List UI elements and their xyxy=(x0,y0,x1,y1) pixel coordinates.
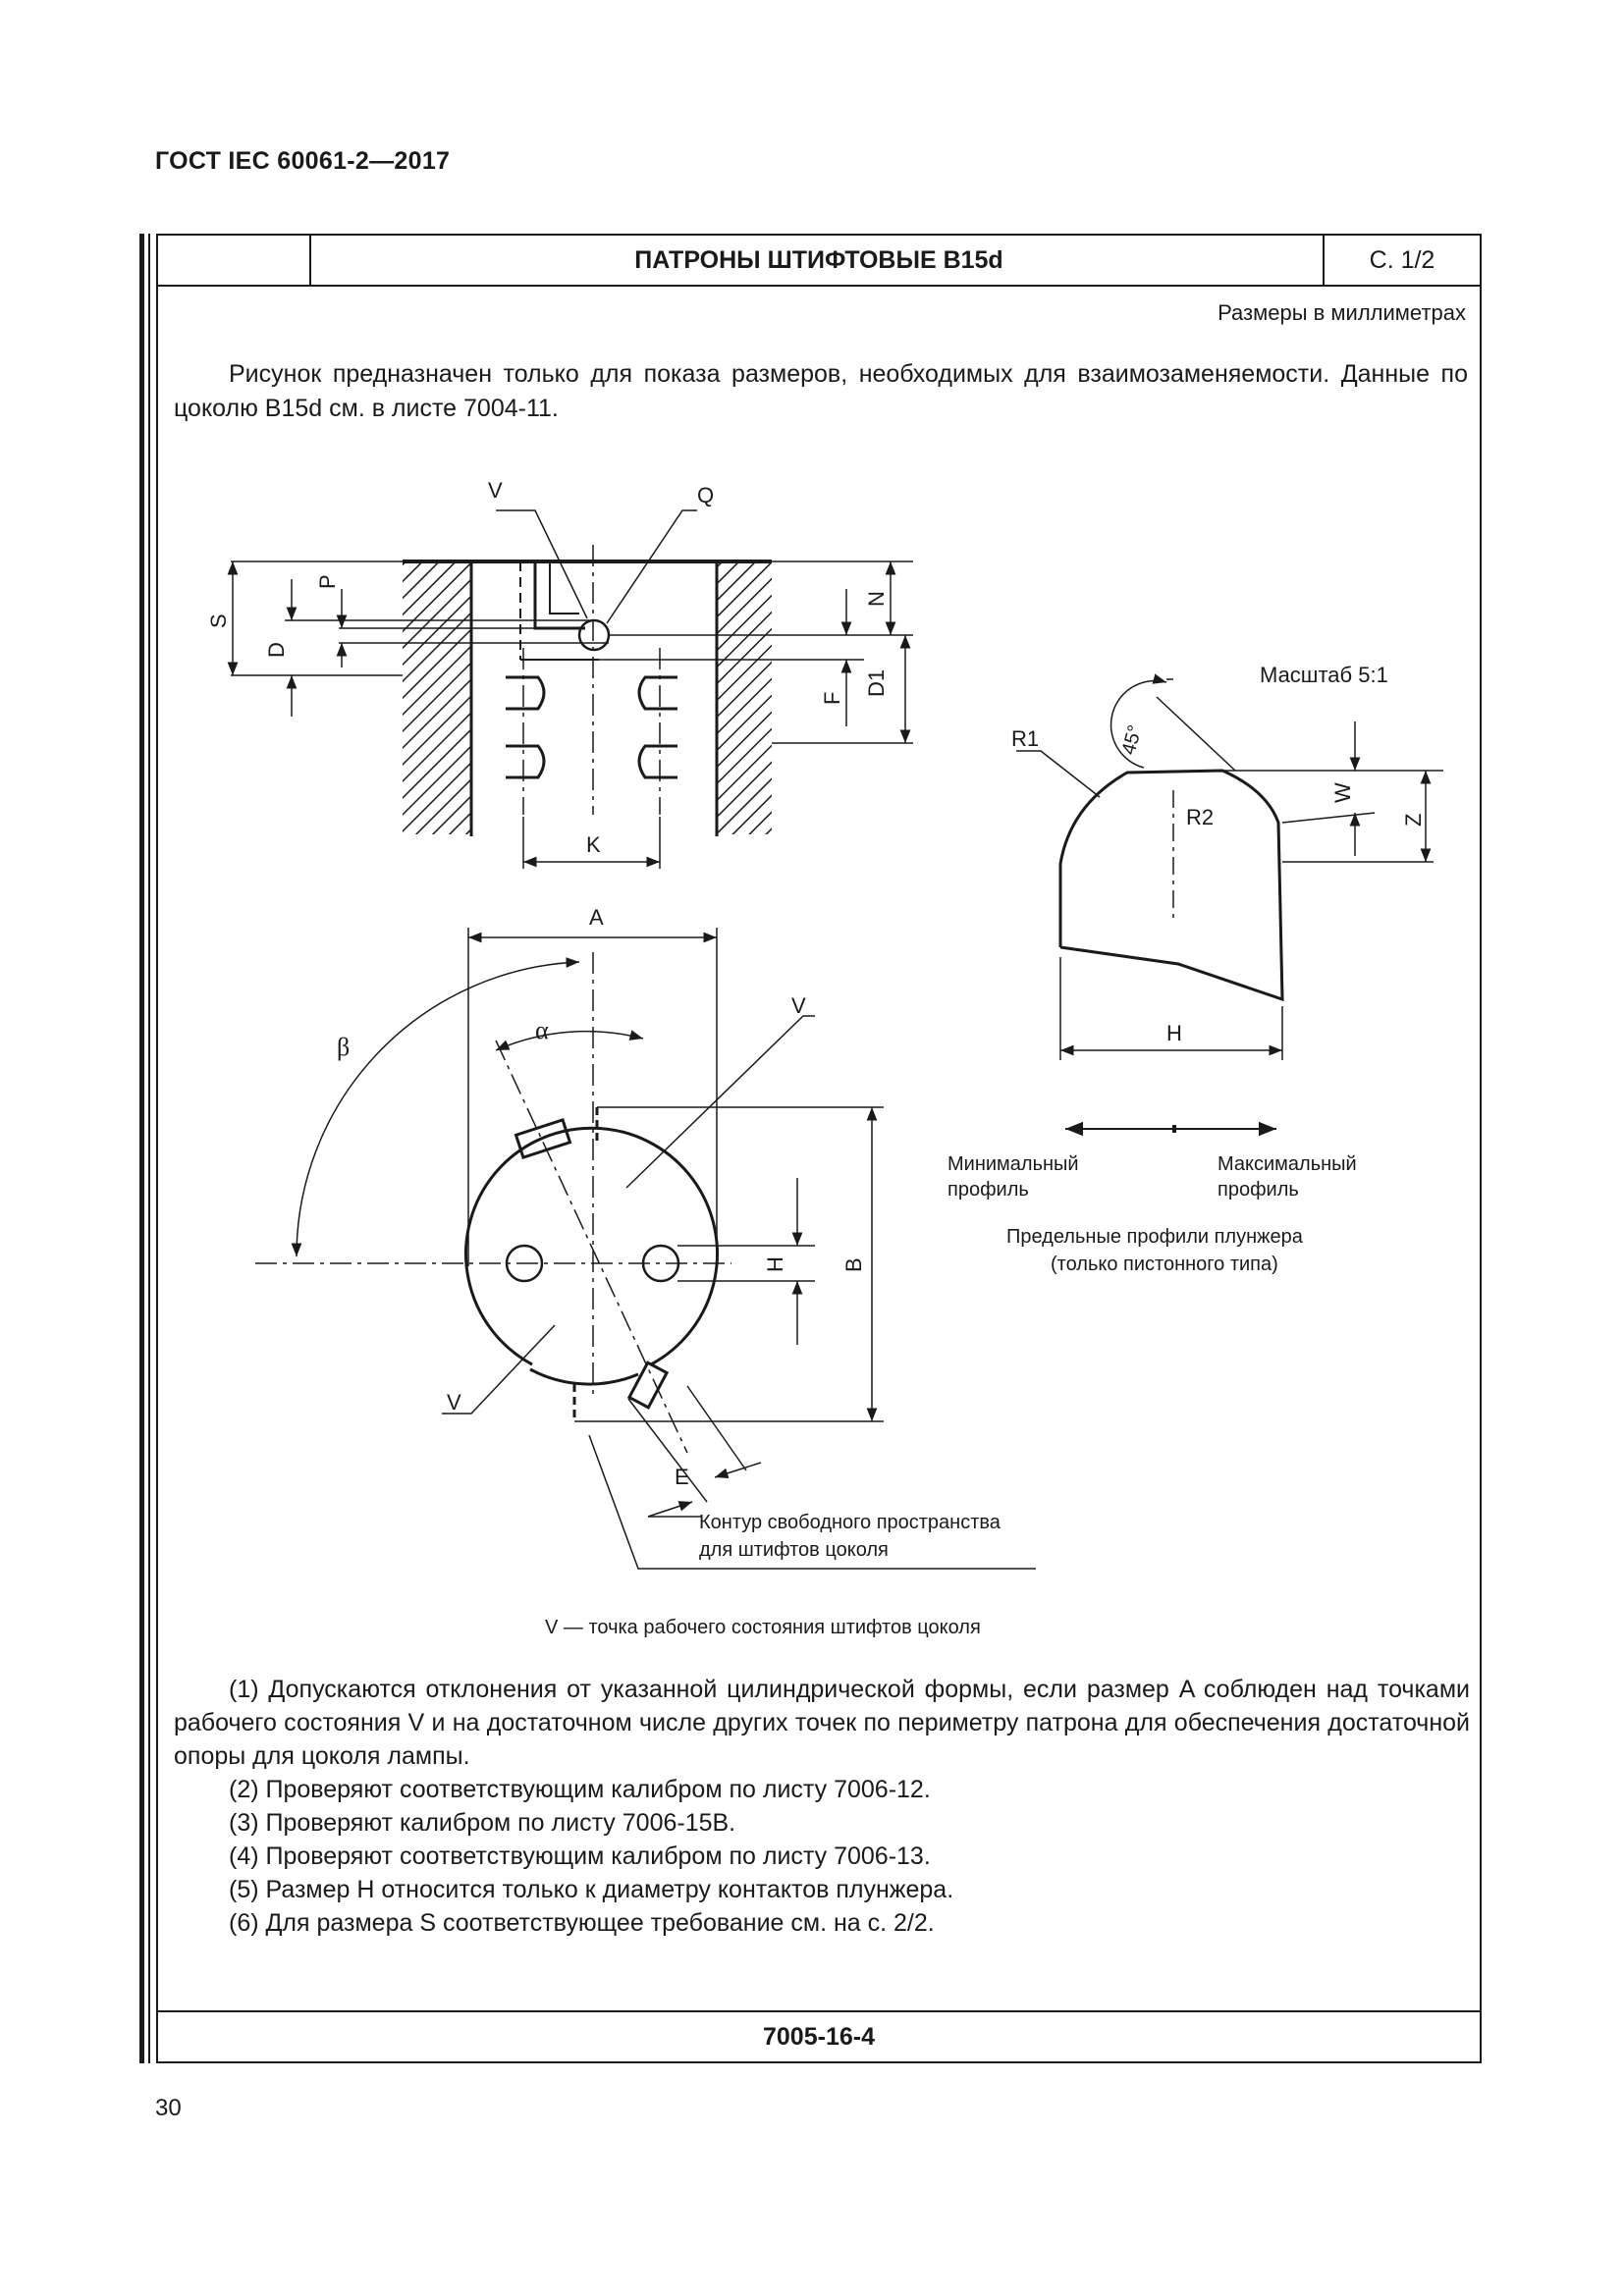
sheet-header-row: ПАТРОНЫ ШТИФТОВЫЕ B15d С. 1/2 xyxy=(158,236,1480,287)
free-space-caption-line2: для штифтов цоколя xyxy=(699,1539,889,1561)
sheet-page: С. 1/2 xyxy=(1323,236,1480,285)
label-beta: β xyxy=(337,1033,350,1061)
label-k: K xyxy=(586,832,601,857)
label-z: Z xyxy=(1401,814,1426,827)
page-number: 30 xyxy=(155,2095,182,2121)
holder-circle xyxy=(464,1126,719,1366)
label-s: S xyxy=(206,614,231,628)
sheet-footer-code: 7005-16-4 xyxy=(158,2010,1480,2061)
frame-left-bar xyxy=(139,234,144,2063)
label-alpha: α xyxy=(535,1016,549,1044)
plunger-labels: Масштаб 5:1 R1 R2 45° W Z H Минимальный … xyxy=(947,663,1426,1275)
sheet-frame: ПАТРОНЫ ШТИФТОВЫЕ B15d С. 1/2 Размеры в … xyxy=(156,234,1482,2063)
units-note: Размеры в миллиметрах xyxy=(1218,300,1466,325)
plan-labels: A α β V V H B E Контур свободного простр… xyxy=(337,905,1001,1638)
min-profile-line2: профиль xyxy=(947,1179,1029,1201)
label-p: P xyxy=(315,574,340,589)
plunger-outline xyxy=(1058,769,1284,1002)
section-view xyxy=(227,509,913,869)
v-caption: V — точка рабочего состояния штифтов цок… xyxy=(545,1617,981,1638)
label-d1: D1 xyxy=(864,669,889,697)
label-e: E xyxy=(675,1465,689,1489)
label-v-plan: V xyxy=(791,993,806,1018)
scale-note: Масштаб 5:1 xyxy=(1260,663,1388,687)
max-profile-line2: профиль xyxy=(1218,1179,1299,1201)
label-45: 45° xyxy=(1118,722,1147,757)
label-a: A xyxy=(589,905,604,930)
label-v-plan-bottom: V xyxy=(447,1390,461,1415)
right-wall-hatch xyxy=(717,561,772,834)
document-header: ГОСТ IEC 60061-2—2017 xyxy=(155,147,451,175)
label-d: D xyxy=(264,642,289,658)
note-item: (2) Проверяют соответствующим калибром п… xyxy=(229,1776,931,1803)
label-w: W xyxy=(1330,782,1355,803)
note-item: (6) Для размера S соответствующее требов… xyxy=(229,1909,935,1937)
label-q: Q xyxy=(697,483,714,507)
section-labels: V Q S D P N F D1 K xyxy=(206,478,889,857)
plunger-caption-line1: Предельные профили плунжера xyxy=(1006,1226,1304,1248)
label-h-plan: H xyxy=(763,1256,787,1272)
label-n: N xyxy=(864,591,889,607)
min-profile-line1: Минимальный xyxy=(947,1153,1079,1175)
label-r1: R1 xyxy=(1011,726,1039,751)
plunger-caption-line2: (только пистонного типа) xyxy=(1051,1254,1278,1275)
label-h-plunger: H xyxy=(1166,1021,1182,1045)
note-item: (4) Проверяют соответствующим калибром п… xyxy=(229,1842,931,1870)
label-r2: R2 xyxy=(1186,805,1214,829)
max-profile-line1: Максимальный xyxy=(1218,1153,1357,1175)
notes-list: (1) Допускаются отклонения от указанной … xyxy=(174,1673,1470,1940)
free-space-caption-line1: Контур свободного пространства xyxy=(699,1512,1001,1533)
note-item: (3) Проверяют калибром по листу 7006-15B… xyxy=(229,1809,736,1837)
label-v: V xyxy=(488,478,503,503)
intro-paragraph: Рисунок предназначен только для показа р… xyxy=(174,360,1468,422)
sheet-title: ПАТРОНЫ ШТИФТОВЫЕ B15d xyxy=(634,246,1003,274)
frame-left-bar-inner xyxy=(148,234,150,2063)
sheet-header-empty-cell xyxy=(158,236,311,285)
left-wall-hatch xyxy=(403,561,471,834)
plunger-profile xyxy=(1016,673,1443,1137)
note-item: (1) Допускаются отклонения от указанной … xyxy=(174,1676,1470,1770)
plan-view xyxy=(255,928,1036,1570)
label-b: B xyxy=(841,1257,866,1272)
note-item: (5) Размер H относится только к диаметру… xyxy=(229,1876,954,1903)
label-f: F xyxy=(820,692,844,705)
